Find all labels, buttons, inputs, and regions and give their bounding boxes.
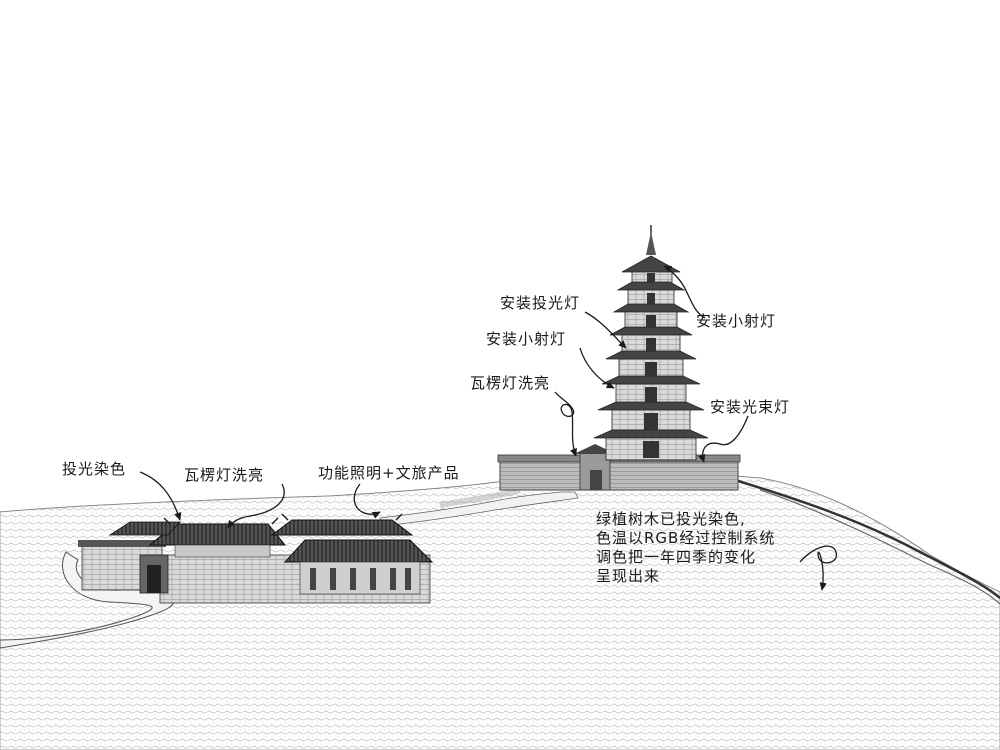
ridge-path	[379, 491, 579, 527]
leader-beam-light	[698, 415, 749, 463]
leader-path-lighting	[353, 483, 381, 519]
label-pagoda-top-spot: 安装小射灯	[696, 312, 777, 330]
tree-note-line-4: 呈现出来	[596, 567, 661, 585]
pagoda	[593, 225, 709, 461]
leader-pagoda-mid-spot	[579, 347, 615, 389]
tree-note-line-2: 色温以RGB经过控制系统	[596, 529, 776, 547]
tree-note-line-3: 调色把一年四季的变化	[596, 548, 757, 566]
pagoda-platform	[497, 444, 741, 491]
tree-note-line-1: 绿植树木已投光染色,	[596, 510, 746, 528]
winding-path	[0, 551, 175, 649]
leader-pagoda-wash-light	[584, 311, 627, 349]
label-platform-eave: 瓦楞灯洗亮	[470, 374, 551, 392]
leader-hall-eave	[227, 483, 285, 529]
label-hall-wash-color: 投光染色	[62, 460, 127, 478]
leader-pagoda-top-spot	[663, 265, 706, 319]
tree-lighting-note: 绿植树木已投光染色, 色温以RGB经过控制系统 调色把一年四季的变化 呈现出来	[596, 510, 775, 586]
label-hall-eave: 瓦楞灯洗亮	[184, 466, 265, 484]
label-path-lighting: 功能照明+文旅产品	[318, 464, 460, 482]
leader-platform-eave	[554, 391, 577, 457]
leader-hall-wash-color	[139, 471, 182, 521]
leader-tree-note	[799, 545, 838, 591]
temple-complex	[78, 513, 434, 604]
label-pagoda-wash-light: 安装投光灯	[500, 294, 581, 312]
label-beam-light: 安装光束灯	[710, 398, 791, 416]
label-pagoda-mid-spot: 安装小射灯	[486, 330, 567, 348]
